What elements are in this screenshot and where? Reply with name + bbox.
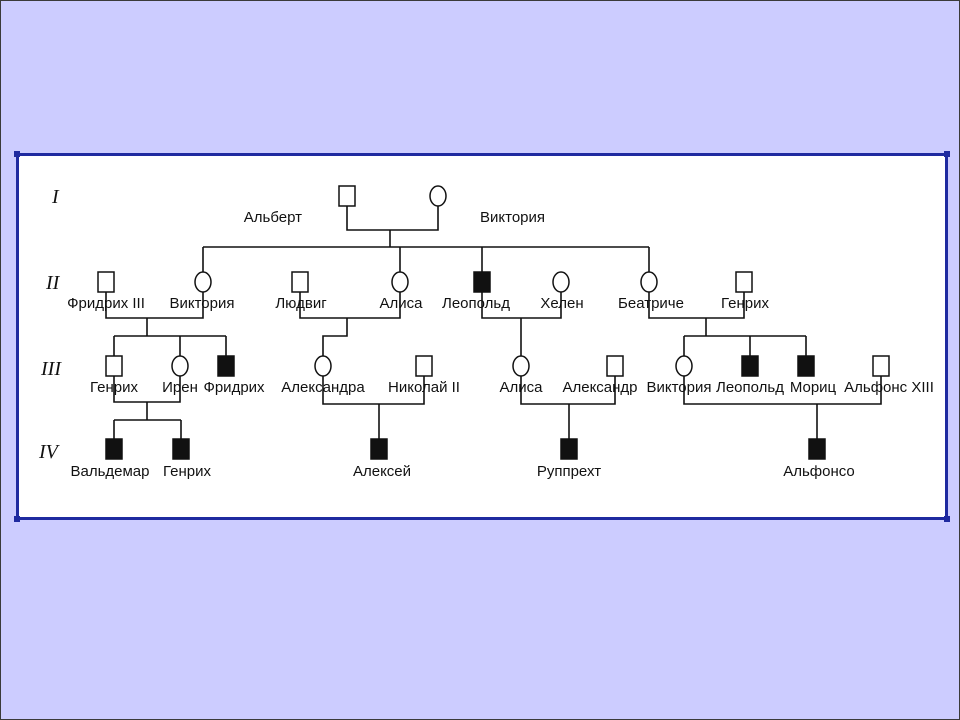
person-aleksei: Алексей bbox=[353, 438, 411, 480]
relationship-line bbox=[322, 376, 425, 405]
person-name: Людвиг bbox=[275, 295, 327, 312]
person-leopold3: Леопольд bbox=[716, 355, 784, 396]
person-fridrikh3: Фридрих III bbox=[67, 271, 145, 312]
person-aleksandra: Александра bbox=[281, 355, 365, 396]
person-name: Александра bbox=[281, 379, 365, 396]
person-alfons13: Альфонс XIII bbox=[844, 355, 934, 396]
person-name: Леопольд bbox=[442, 295, 510, 312]
person-genrikh4: Генрих bbox=[163, 438, 211, 480]
male-square-icon bbox=[291, 271, 309, 293]
relationship-line bbox=[299, 292, 401, 319]
generation-label-3: III bbox=[40, 358, 62, 380]
female-circle-icon bbox=[171, 355, 189, 377]
person-name: Хелен bbox=[540, 295, 583, 312]
affected-male-square-icon bbox=[172, 438, 190, 460]
person-name: Виктория bbox=[480, 209, 545, 226]
male-square-icon bbox=[105, 355, 123, 377]
male-square-icon bbox=[872, 355, 890, 377]
affected-male-square-icon bbox=[217, 355, 235, 377]
person-name: Фридрих bbox=[203, 379, 265, 396]
affected-male-square-icon bbox=[370, 438, 388, 460]
person-name: Алиса bbox=[500, 379, 544, 396]
female-circle-icon bbox=[391, 271, 409, 293]
person-alfonso: Альфонсо bbox=[783, 438, 855, 480]
person-viktoria2: Виктория bbox=[169, 271, 235, 312]
person-albert: Альберт bbox=[244, 185, 356, 226]
person-nikolai: Николай II bbox=[388, 355, 460, 396]
male-square-icon bbox=[97, 271, 115, 293]
person-name: Мориц bbox=[790, 379, 837, 396]
person-khelen: Хелен bbox=[540, 271, 584, 312]
person-name: Альфонс XIII bbox=[844, 379, 934, 396]
relationship-line bbox=[105, 292, 204, 319]
affected-male-square-icon bbox=[473, 271, 491, 293]
female-circle-icon bbox=[552, 271, 570, 293]
person-name: Алексей bbox=[353, 463, 411, 480]
person-name: Генрих bbox=[163, 463, 211, 480]
person-name: Александр bbox=[562, 379, 637, 396]
male-square-icon bbox=[606, 355, 624, 377]
relationship-line bbox=[683, 376, 882, 405]
person-genrikh2: Генрих bbox=[721, 271, 769, 312]
affected-male-square-icon bbox=[797, 355, 815, 377]
person-name: Виктория bbox=[169, 295, 234, 312]
person-name: Николай II bbox=[388, 379, 460, 396]
female-circle-icon bbox=[429, 185, 447, 207]
person-name: Генрих bbox=[721, 295, 769, 312]
affected-male-square-icon bbox=[741, 355, 759, 377]
person-name: Альберт bbox=[244, 209, 302, 226]
person-genrikh3: Генрих bbox=[90, 355, 138, 396]
panel-corner bbox=[14, 151, 20, 157]
female-circle-icon bbox=[314, 355, 332, 377]
person-name: Фридрих III bbox=[67, 295, 145, 312]
person-name: Алиса bbox=[380, 295, 424, 312]
generation-label-1: I bbox=[51, 186, 60, 208]
person-name: Леопольд bbox=[716, 379, 784, 396]
female-circle-icon bbox=[512, 355, 530, 377]
person-name: Альфонсо bbox=[783, 463, 855, 480]
person-iren: Ирен bbox=[162, 355, 198, 396]
female-circle-icon bbox=[675, 355, 693, 377]
person-name: Ирен bbox=[162, 379, 198, 396]
female-circle-icon bbox=[640, 271, 658, 293]
pedigree-lines bbox=[105, 206, 882, 439]
person-valdemar: Вальдемар bbox=[70, 438, 150, 480]
affected-male-square-icon bbox=[105, 438, 123, 460]
panel-corner bbox=[14, 516, 20, 522]
generation-label-4: IV bbox=[38, 441, 61, 463]
person-beatriche: Беатриче bbox=[618, 271, 684, 312]
panel-corner bbox=[944, 151, 950, 157]
person-ludvig: Людвиг bbox=[275, 271, 327, 312]
relationship-line bbox=[346, 206, 439, 231]
generation-label-2: II bbox=[45, 272, 61, 294]
person-viktoria3: Виктория bbox=[646, 355, 712, 396]
person-alisa3: Алиса bbox=[500, 355, 544, 396]
person-name: Руппрехт bbox=[537, 463, 601, 480]
male-square-icon bbox=[338, 185, 356, 207]
person-name: Беатриче bbox=[618, 295, 684, 312]
relationship-line bbox=[648, 292, 745, 319]
affected-male-square-icon bbox=[560, 438, 578, 460]
person-viktoria1: Виктория bbox=[429, 185, 545, 226]
male-square-icon bbox=[735, 271, 753, 293]
person-name: Вальдемар bbox=[70, 463, 149, 480]
person-alisa2: Алиса bbox=[380, 271, 424, 312]
person-aleksandr: Александр bbox=[562, 355, 638, 396]
person-leopold2: Леопольд bbox=[442, 271, 510, 312]
person-fridrikh: Фридрих bbox=[203, 355, 265, 396]
person-name: Генрих bbox=[90, 379, 138, 396]
affected-male-square-icon bbox=[808, 438, 826, 460]
relationship-line bbox=[322, 318, 348, 356]
panel-corner bbox=[944, 516, 950, 522]
male-square-icon bbox=[415, 355, 433, 377]
relationship-line bbox=[520, 376, 616, 405]
person-rupprekht: Руппрехт bbox=[537, 438, 601, 480]
person-name: Виктория bbox=[646, 379, 711, 396]
female-circle-icon bbox=[194, 271, 212, 293]
person-morits: Мориц bbox=[790, 355, 837, 396]
